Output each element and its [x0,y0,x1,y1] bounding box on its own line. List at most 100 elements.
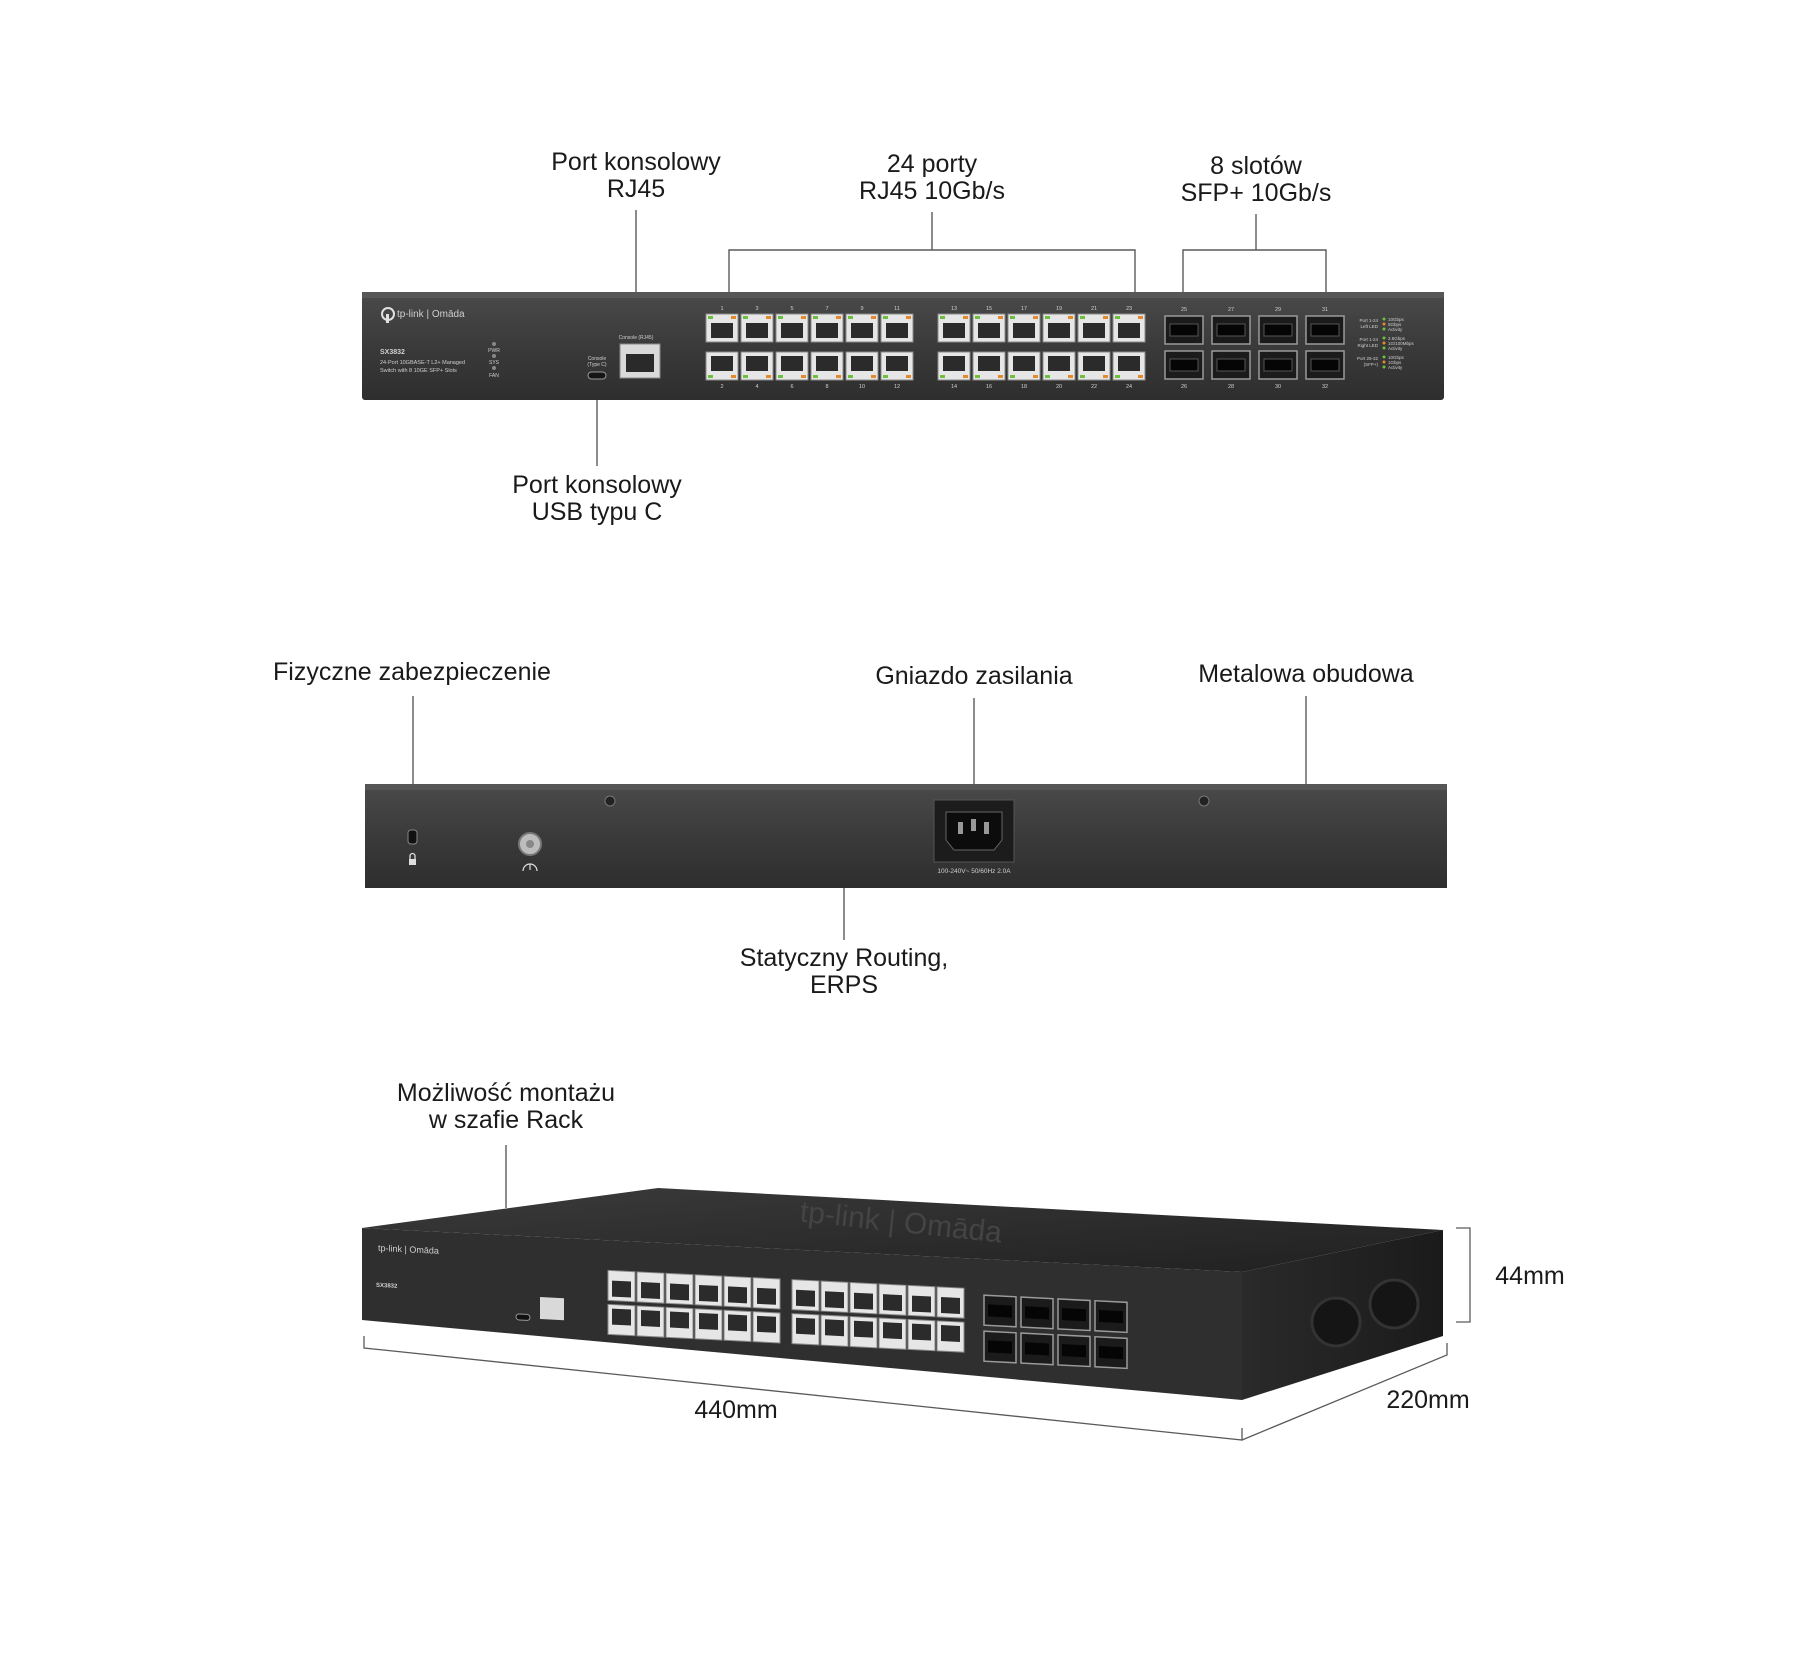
led-legend-group: Right LED [1357,343,1378,348]
perspective-rj45-port [936,1320,965,1353]
port-number-bottom: 4 [755,384,758,390]
kensington-slot [407,829,418,845]
callout-rack-line1: Możliwość montażu [397,1079,615,1107]
perspective-rj45-port [820,1314,849,1347]
port-number-bottom: 12 [894,384,900,390]
callout-rj45-ports-line1: 24 porty [887,150,978,178]
led-legend-group: (SFP+) [1364,362,1379,367]
perspective-sfp-slot [1057,1334,1091,1368]
fan-vent-icon [1368,1278,1420,1330]
rj45-port [1007,313,1041,343]
sfp-slot [1164,315,1204,345]
perspective-sfp-slot [983,1294,1017,1328]
led-legend-dot [1382,365,1386,369]
led-legend-item: Activity [1388,346,1403,351]
perspective-rj45-port [849,1281,878,1315]
led-legend-group: Port 1-24 [1359,337,1378,342]
callout-security: Fizyczne zabezpieczenie [273,658,551,686]
rj45-port [1042,351,1076,381]
perspective-view: Możliwość montażu w szafie Rack tp-link … [362,1079,1565,1441]
rj45-port [845,313,879,343]
callout-console-rj45-line1: Port konsolowy [551,148,721,176]
sfp-number-top: 31 [1322,307,1328,313]
rj45-port [937,313,971,343]
sfp-slot [1164,350,1204,380]
sfp-number-top: 29 [1275,307,1281,313]
port-number-bottom: 20 [1056,384,1062,390]
rear-chassis [365,784,1447,888]
sfp-slot [1258,350,1298,380]
rj45-port [810,351,844,381]
callout-console-rj45-line2: RJ45 [607,175,665,203]
led-legend-item: Activity [1388,365,1403,370]
rj45-port [972,351,1006,381]
perspective-rj45-port [665,1272,694,1306]
front-chassis [362,292,1444,400]
perspective-rj45-port [820,1280,849,1313]
led-legend-dot [1382,317,1386,321]
perspective-sfp-slot [1020,1332,1054,1366]
rj45-port [775,351,809,381]
perspective-brand: tp-link | Omāda [378,1243,439,1256]
port-number-bottom: 24 [1126,384,1132,390]
rj45-port [845,351,879,381]
sfp-slot [1211,350,1251,380]
sfp-number-bottom: 30 [1275,384,1281,390]
sfp-slot [1258,315,1298,345]
perspective-model: SX3832 [376,1283,398,1290]
model-text: SX3832 [380,349,405,356]
rj45-port [1077,351,1111,381]
led-sys-label: SYS [489,360,500,366]
perspective-sfp-slot [983,1330,1017,1364]
led-legend-item: 1G/100Mbps [1388,341,1415,346]
port-number-bottom: 22 [1091,384,1097,390]
perspective-sfp-slot [1094,1335,1128,1370]
led-legend-item: 10Gbps [1388,317,1405,322]
perspective-rj45-port [878,1283,907,1316]
description-line1: 24-Port 10GBASE-T L2+ Managed [380,360,465,366]
tp-link-logo [381,307,395,323]
description-line2: Switch with 8 10GE SFP+ Slots [380,368,457,374]
perspective-rj45-port [636,1271,665,1304]
front-view: Port konsolowy RJ45 24 porty RJ45 10Gb/s… [362,148,1444,526]
perspective-rj45-port [878,1317,907,1350]
fan-vent-icon [1310,1296,1362,1348]
sfp-number-bottom: 32 [1322,384,1328,390]
port-number-top: 13 [951,306,957,312]
led-legend-dot [1382,355,1386,359]
dimension-depth: 220mm [1386,1386,1469,1414]
perspective-rj45-port [723,1309,752,1343]
port-number-top: 19 [1056,306,1062,312]
led-legend-group: Port 25-32 [1357,356,1379,361]
port-number-top: 3 [755,306,758,312]
led-legend-dot [1382,341,1386,345]
led-legend-dot [1382,327,1386,331]
dimension-lines [363,1227,1471,1441]
rj45-port [775,313,809,343]
perspective-rj45-port [607,1303,636,1337]
port-number-bottom: 16 [986,384,992,390]
device-top-face [362,1188,1443,1272]
perspective-rj45-port [849,1315,878,1349]
perspective-rj45-port [636,1305,665,1338]
port-number-top: 9 [860,306,863,312]
console-usbc-label-line2: (Type C) [587,362,607,368]
port-number-top: 15 [986,306,992,312]
port-number-bottom: 18 [1021,384,1027,390]
rj45-port [705,351,739,381]
callout-routing-line1: Statyczny Routing, [740,944,948,972]
perspective-rj45-port [723,1275,752,1309]
perspective-port-grid [607,1269,1128,1370]
led-legend-dot [1382,336,1386,340]
callout-rack-line2: w szafie Rack [428,1106,584,1134]
port-number-top: 7 [825,306,828,312]
rj45-port [937,351,971,381]
led-legend-item: 1Gbps [1388,360,1402,365]
rj45-port [810,313,844,343]
rj45-port [705,313,739,343]
rj45-port [1077,313,1111,343]
rj45-port [1042,313,1076,343]
